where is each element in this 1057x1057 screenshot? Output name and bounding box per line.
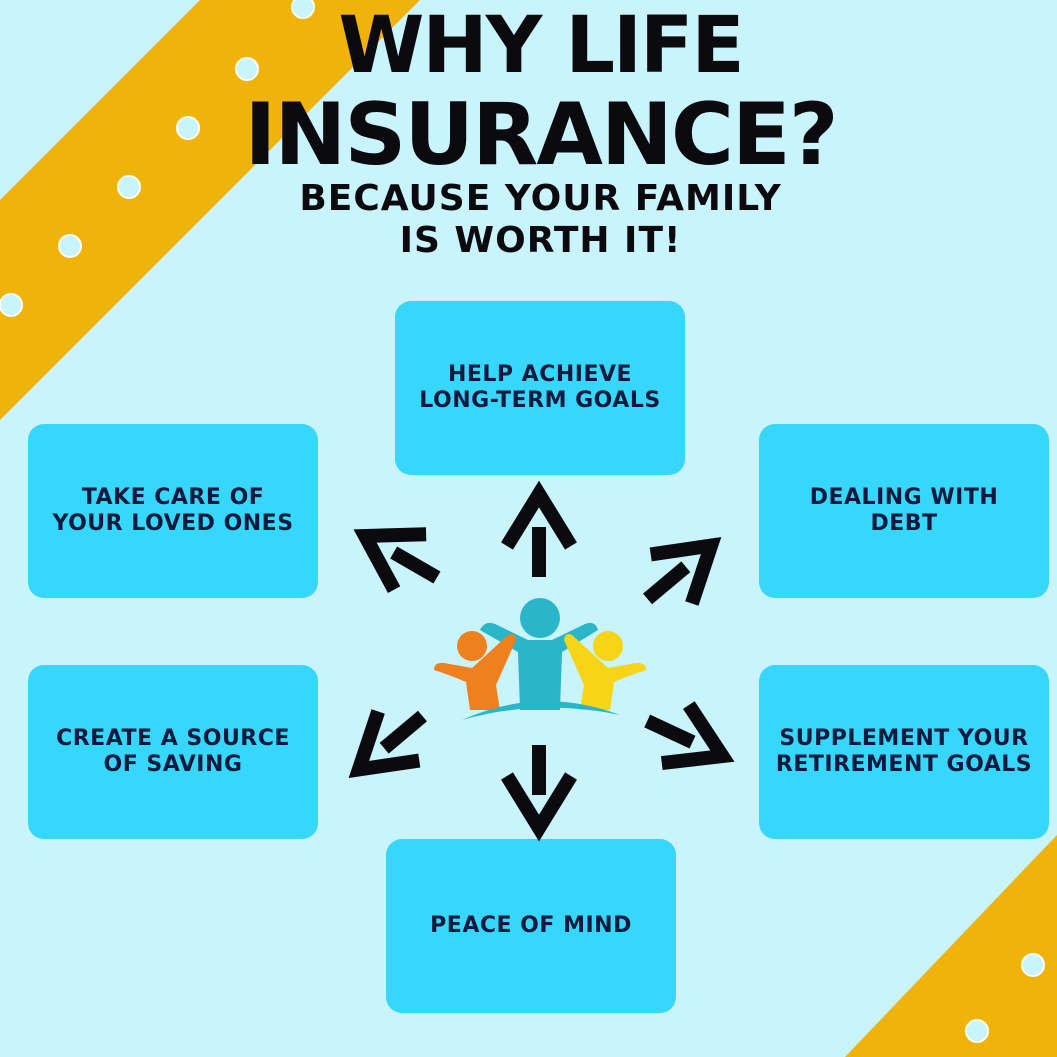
arrow-down-left-icon	[338, 692, 443, 794]
benefit-box-peace-of-mind: PEACE OF MIND	[386, 839, 676, 1013]
arrow-up-icon	[507, 494, 571, 577]
benefit-label: CREATE A SOURCE OF SAVING	[56, 726, 290, 777]
benefit-label: DEALING WITH DEBT	[809, 485, 999, 536]
benefit-label: TAKE CARE OF YOUR LOVED ONES	[52, 485, 294, 536]
subtitle-line-1: BECAUSE YOUR FAMILY	[299, 178, 782, 219]
title-line-1: WHY LIFE	[338, 1, 744, 91]
top-left-stripe	[0, 0, 420, 420]
benefit-box-loved-ones: TAKE CARE OF YOUR LOVED ONES	[28, 424, 318, 598]
title-line-2: INSURANCE?	[244, 85, 838, 185]
benefit-label: HELP ACHIEVE LONG-TERM GOALS	[419, 362, 661, 413]
stripe-dots-bottom	[965, 953, 1045, 1043]
benefit-box-saving: CREATE A SOURCE OF SAVING	[28, 665, 318, 839]
family-people-icon	[434, 598, 646, 720]
benefit-box-retirement: SUPPLEMENT YOUR RETIREMENT GOALS	[759, 665, 1049, 839]
bottom-right-stripe	[845, 835, 1057, 1057]
subtitle-line-2: IS WORTH IT!	[399, 220, 682, 261]
benefit-box-debt: DEALING WITH DEBT	[759, 424, 1049, 598]
benefit-label: PEACE OF MIND	[430, 913, 632, 938]
benefit-label: SUPPLEMENT YOUR RETIREMENT GOALS	[775, 726, 1033, 777]
benefit-box-long-term-goals: HELP ACHIEVE LONG-TERM GOALS	[395, 301, 685, 475]
stripe-dots-top	[0, 0, 315, 317]
arrow-down-icon	[507, 745, 571, 828]
